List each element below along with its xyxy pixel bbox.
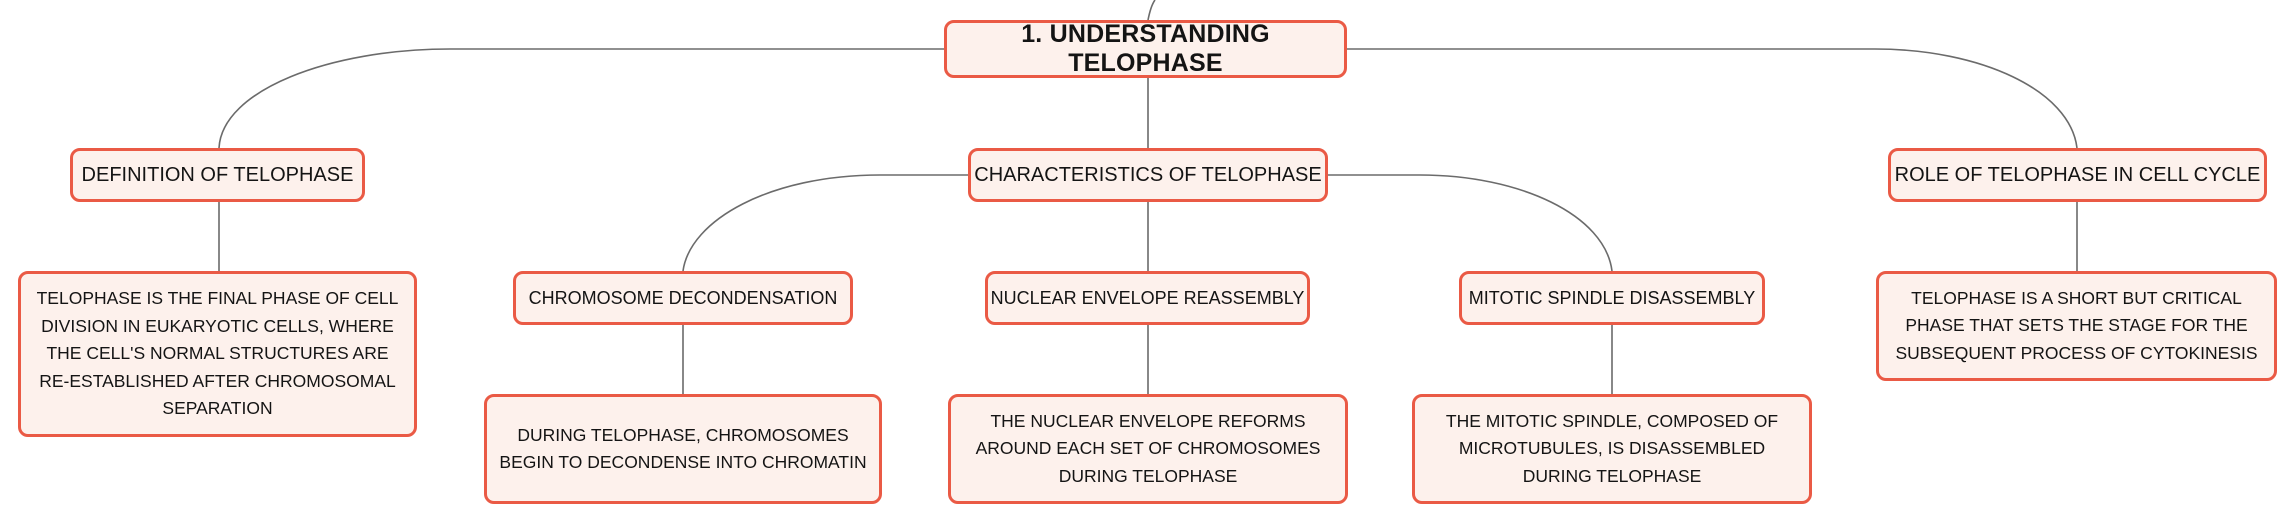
root-node[interactable]: 1. UNDERSTANDING TELOPHASE (944, 20, 1347, 78)
spindle-node[interactable]: MITOTIC SPINDLE DISASSEMBLY (1459, 271, 1765, 325)
characteristics-node[interactable]: CHARACTERISTICS OF TELOPHASE (968, 148, 1328, 202)
decondensation-detail-node[interactable]: DURING TELOPHASE, CHROMOSOMES BEGIN TO D… (484, 394, 882, 504)
connector-characteristics-spindle (1328, 174, 1613, 272)
root-node-label: 1. UNDERSTANDING TELOPHASE (1021, 20, 1270, 77)
decondensation-node[interactable]: CHROMOSOME DECONDENSATION (513, 271, 853, 325)
definition-node-label: DEFINITION OF TELOPHASE (81, 163, 354, 186)
role-detail-node[interactable]: TELOPHASE IS A SHORT BUT CRITICAL PHASE … (1876, 271, 2277, 381)
spindle-detail-node[interactable]: THE MITOTIC SPINDLE, COMPOSED OF MICROTU… (1412, 394, 1812, 504)
connector-root-role (1347, 48, 2078, 149)
connector-characteristics-decondensation (682, 174, 968, 272)
envelope-node-label: NUCLEAR ENVELOPE REASSEMBLY (990, 287, 1305, 308)
role-node-label: ROLE OF TELOPHASE IN CELL CYCLE (1894, 163, 2261, 186)
characteristics-node-label: CHARACTERISTICS OF TELOPHASE (974, 163, 1322, 186)
envelope-detail-node[interactable]: THE NUCLEAR ENVELOPE REFORMS AROUND EACH… (948, 394, 1348, 504)
connector-root-definition (218, 48, 944, 149)
definition-node[interactable]: DEFINITION OF TELOPHASE (70, 148, 365, 202)
role-node[interactable]: ROLE OF TELOPHASE IN CELL CYCLE (1888, 148, 2267, 202)
envelope-node[interactable]: NUCLEAR ENVELOPE REASSEMBLY (985, 271, 1310, 325)
decondensation-node-label: CHROMOSOME DECONDENSATION (528, 287, 838, 308)
connector-root-parent (1147, 0, 1156, 21)
spindle-node-label: MITOTIC SPINDLE DISASSEMBLY (1468, 287, 1756, 308)
spindle-detail-text: THE MITOTIC SPINDLE, COMPOSED OF MICROTU… (1445, 410, 1779, 486)
definition-detail-node[interactable]: TELOPHASE IS THE FINAL PHASE OF CELL DIV… (18, 271, 417, 437)
decondensation-detail-text: DURING TELOPHASE, CHROMOSOMES BEGIN TO D… (499, 424, 867, 473)
envelope-detail-text: THE NUCLEAR ENVELOPE REFORMS AROUND EACH… (975, 410, 1321, 486)
definition-detail-text: TELOPHASE IS THE FINAL PHASE OF CELL DIV… (36, 288, 399, 419)
role-detail-text: TELOPHASE IS A SHORT BUT CRITICAL PHASE … (1895, 287, 2258, 363)
